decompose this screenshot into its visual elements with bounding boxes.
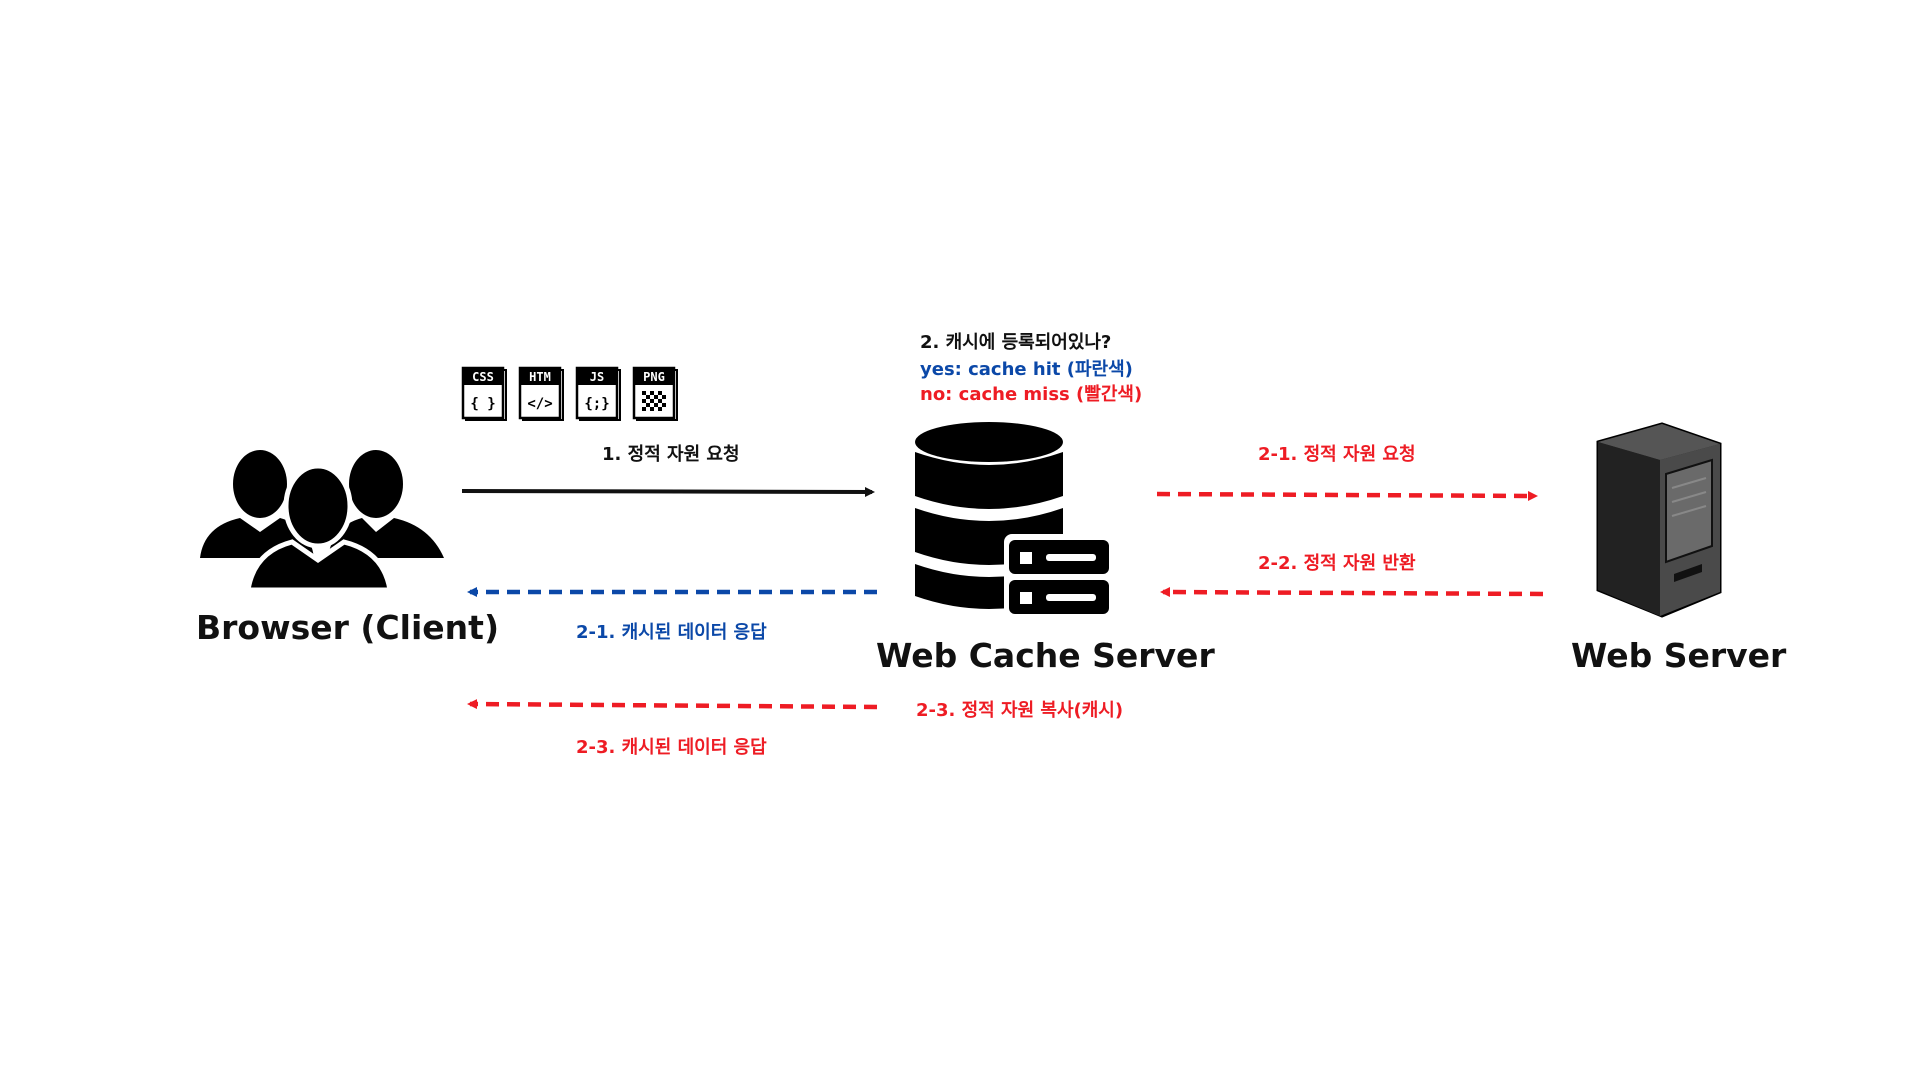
origin-request-label: 2-1. 정적 자원 요청 [1258,444,1416,465]
css-file-tag: CSS [472,370,494,384]
copy-cache-label: 2-3. 정적 자원 복사(캐시) [916,700,1124,721]
css-file-icon: CSS { } [461,366,507,421]
png-file-icon: PNG [632,366,678,421]
request-label: 1. 정적 자원 요청 [602,444,740,465]
js-file-icon: JS {;} [575,366,621,421]
web-server-label: Web Server [1571,636,1787,675]
checker-pattern [642,391,666,411]
origin-return-label: 2-2. 정적 자원 반환 [1258,553,1416,574]
js-file-glyph: {;} [584,396,609,412]
cache-question-title: 2. 캐시에 등록되어있나? [920,332,1112,353]
cache-miss-response-label: 2-3. 캐시된 데이터 응답 [576,737,767,758]
cache-miss-legend: no: cache miss (빨간색) [920,384,1143,405]
html-file-tag: HTM [529,370,551,384]
html-file-glyph: </> [527,396,552,412]
users-group-icon [200,450,444,590]
server-tower-icon [1596,422,1722,618]
origin-return-arrow [1160,587,1544,598]
html-file-icon: HTM </> [518,366,564,421]
request-arrow [461,486,875,497]
cache-server-label: Web Cache Server [876,636,1215,675]
origin-request-arrow [1156,490,1538,501]
cache-miss-response-arrow [467,699,878,710]
cache-hit-legend: yes: cache hit (파란색) [920,359,1133,380]
css-file-glyph: { } [470,396,495,412]
file-icons-row: CSS { } HTM </> JS {;} PNG [461,366,685,422]
client-label: Browser (Client) [196,608,500,647]
cache-hit-response-label: 2-1. 캐시된 데이터 응답 [576,622,767,643]
database-server-icon [915,422,1114,620]
js-file-tag: JS [590,370,604,384]
png-file-tag: PNG [643,370,665,384]
